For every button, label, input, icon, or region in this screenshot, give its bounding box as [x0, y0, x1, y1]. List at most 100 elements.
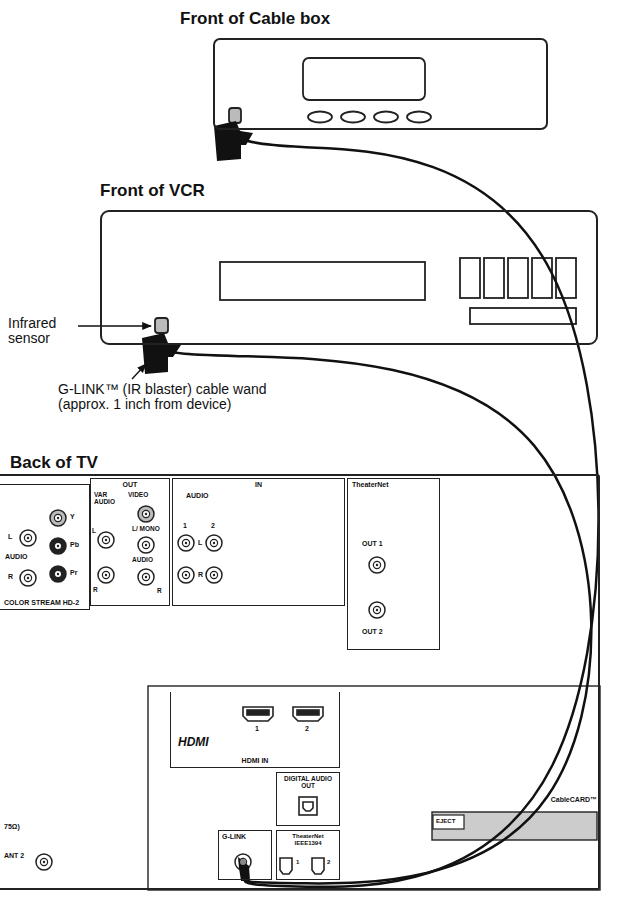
- jack-ring: [138, 569, 154, 585]
- g-link-plug-tip: [240, 859, 246, 865]
- g-link-cable: [240, 132, 599, 887]
- device-heading: Back of TV: [10, 454, 98, 473]
- jack-pin: [27, 577, 29, 579]
- ieee1394-port: [312, 858, 324, 874]
- rca-jack: [178, 535, 194, 551]
- jack-pin: [57, 573, 59, 575]
- jack-pin: [145, 513, 147, 515]
- jack-center: [24, 534, 31, 541]
- jack-ring: [98, 567, 114, 583]
- g-link-cable: [165, 347, 591, 883]
- jack-ring: [178, 567, 194, 583]
- jack-ring: [20, 570, 36, 586]
- device-housing: [213, 38, 548, 130]
- jack-center: [102, 571, 109, 578]
- optical-jack: [299, 797, 317, 815]
- jack-center: [142, 541, 149, 548]
- tv-back-panel: Back of TVCOLOR STREAM HD-2OUTINTheaterN…: [0, 452, 600, 892]
- infrared-sensor: [155, 318, 168, 333]
- rca-jack: [36, 854, 52, 870]
- g-link-plug: [238, 857, 250, 881]
- panel-label: COLOR STREAM HD-2: [4, 599, 79, 607]
- vcr-button: [556, 258, 576, 298]
- jack-pin: [57, 545, 59, 547]
- theaternet-group: TheaterNet: [347, 478, 440, 650]
- rca-jack: [369, 602, 385, 618]
- jack-center: [54, 514, 61, 521]
- jack-label: R: [93, 586, 98, 593]
- device-heading: Front of VCR: [100, 182, 205, 201]
- display-window: [303, 58, 425, 100]
- optical-jack: [299, 797, 317, 815]
- jack-pin: [27, 537, 29, 539]
- vcr-button: [532, 258, 552, 298]
- jack-pin: [43, 861, 45, 863]
- digital-audio-out-box: DIGITAL AUDIO OUT: [276, 772, 340, 826]
- jack-label: R: [8, 573, 13, 581]
- jack-label: Y: [70, 513, 75, 521]
- vcr: Front of VCR: [98, 182, 600, 347]
- hdmi-logo: HDMI: [178, 736, 209, 749]
- port-number: 1: [255, 725, 259, 733]
- jack-label: VIDEO: [128, 491, 148, 498]
- cable-box-front: [229, 58, 431, 123]
- jack-label: R: [157, 587, 162, 594]
- jack-ring: [20, 530, 36, 546]
- jack-pin: [185, 542, 187, 544]
- button-label: EJECT: [436, 818, 455, 825]
- jack-ring: [206, 567, 222, 583]
- jack-ring: [50, 566, 66, 582]
- rca-jack: [206, 567, 222, 583]
- port-number: 2: [327, 859, 330, 866]
- panel-label: TheaterNet IEEE1394: [279, 833, 337, 846]
- panel-label: HDMI IN: [242, 757, 269, 765]
- jack-label: 1: [183, 522, 187, 530]
- jack-pin: [57, 517, 59, 519]
- jack-center: [54, 570, 61, 577]
- jack-pin: [145, 544, 147, 546]
- front-button: [374, 112, 398, 123]
- jack-ring: [369, 557, 385, 573]
- callout-text: Infrared sensor: [8, 316, 74, 347]
- jack-pin: [145, 576, 147, 578]
- panel-label: CableCARD™: [551, 796, 597, 804]
- jack-label: OUT 1: [362, 540, 383, 548]
- vcr-panel: [470, 308, 576, 324]
- rca-jack: [138, 537, 154, 553]
- jack-center: [373, 606, 380, 613]
- jack-pin: [105, 539, 107, 541]
- front-button: [308, 112, 332, 123]
- jack-center: [142, 573, 149, 580]
- jack-label: Pb: [70, 541, 79, 549]
- panel-label: DIGITAL AUDIO OUT: [279, 775, 337, 789]
- rca-jack: [369, 557, 385, 573]
- rca-jack: [20, 530, 36, 546]
- jack-center: [54, 542, 61, 549]
- jack-ring: [178, 535, 194, 551]
- jack-label: L: [92, 527, 96, 534]
- jack-center: [102, 536, 109, 543]
- eject-button: [433, 815, 464, 829]
- panel-label: IN: [255, 481, 262, 489]
- front-button: [407, 112, 431, 123]
- jack-label: 2: [211, 522, 215, 530]
- jack-pin: [105, 574, 107, 576]
- g-link-jack-box: G-LINK: [218, 830, 272, 880]
- optical-jack-opening: [303, 802, 313, 811]
- cable-box: Front of Cable box: [178, 8, 550, 132]
- hdmi-port: [293, 707, 323, 721]
- jack-ring: [206, 535, 222, 551]
- jack-ring: [50, 510, 66, 526]
- ieee1394-ports: [280, 858, 324, 874]
- jack-pin: [185, 574, 187, 576]
- vcr-front: [155, 258, 576, 333]
- jack-ring: [138, 506, 154, 522]
- leader-line: [132, 364, 146, 379]
- jack-ring: [138, 537, 154, 553]
- ieee1394-port: [280, 858, 292, 874]
- panel-label: G-LINK: [222, 833, 246, 841]
- jack-center: [210, 571, 217, 578]
